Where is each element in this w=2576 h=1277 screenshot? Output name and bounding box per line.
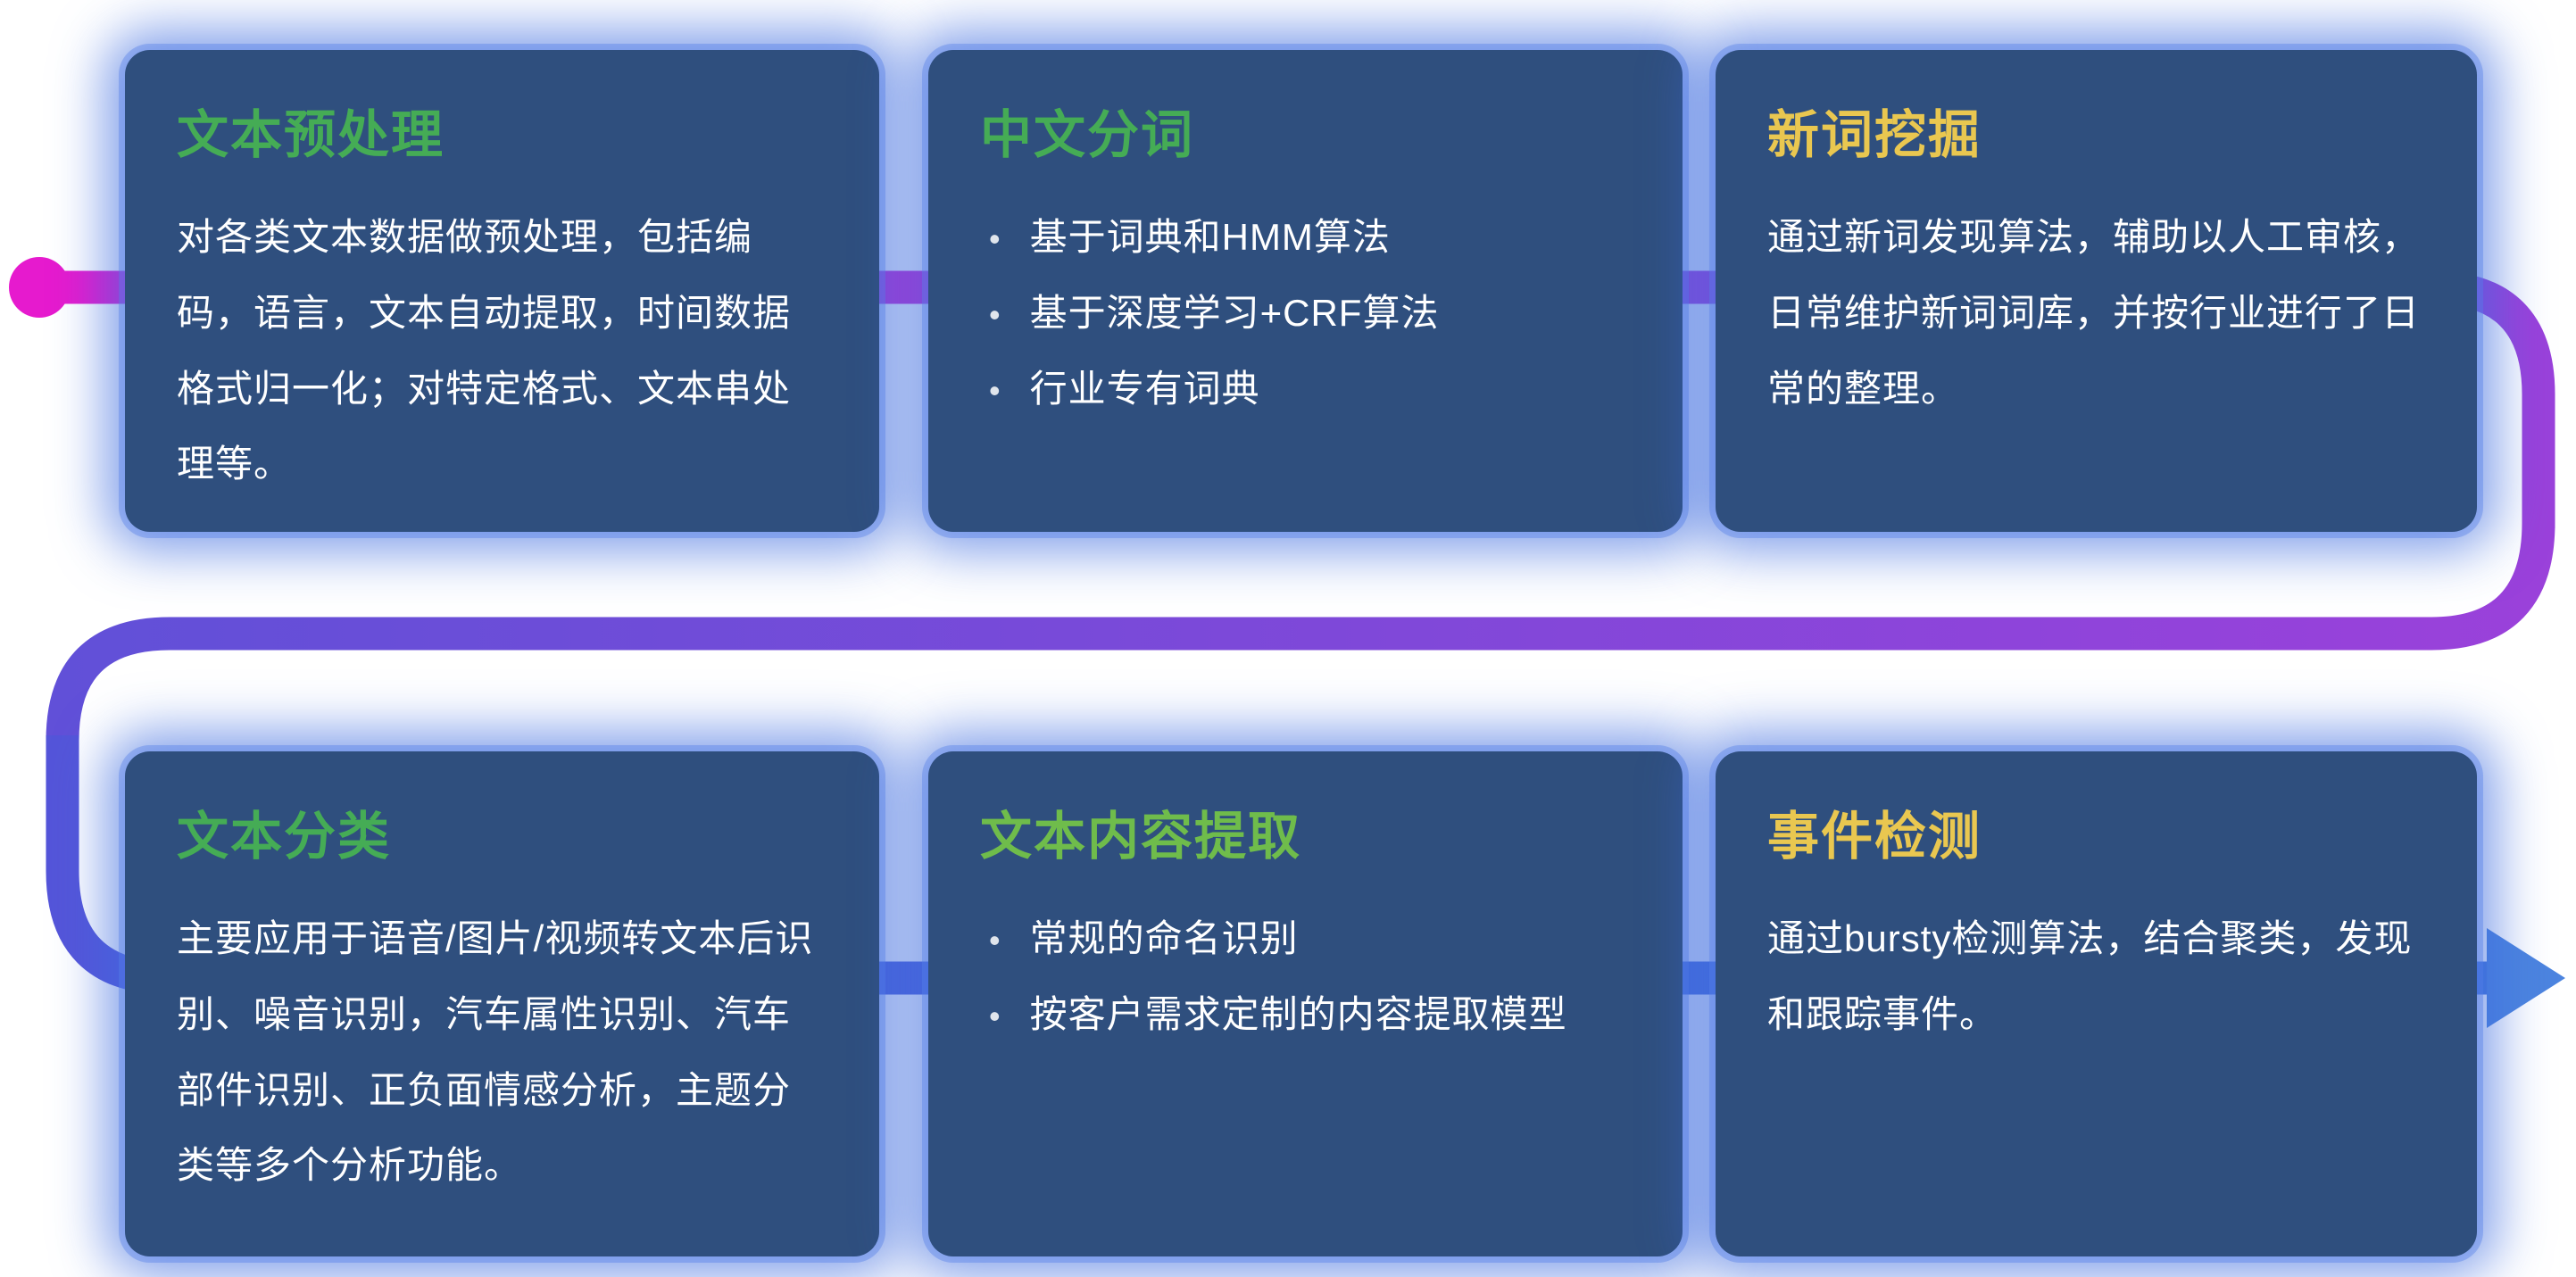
card-title: 事件检测: [1767, 808, 1982, 866]
bullet-item: 行业专有词典: [989, 352, 1631, 427]
card-bullet-list: 常规的命名识别 按客户需求定制的内容提取模型: [980, 901, 1631, 1053]
card-new-word-mining: 新词挖掘 通过新词发现算法，辅助以人工审核，日常维护新词词库，并按行业进行了日常…: [1716, 50, 2477, 532]
card-body: 对各类文本数据做预处理，包括编码，语言，文本自动提取，时间数据格式归一化；对特定…: [177, 216, 792, 485]
card-body: 通过bursty检测算法，结合聚类，发现和跟踪事件。: [1767, 917, 2413, 1035]
bullet-item: 基于深度学习+CRF算法: [989, 276, 1631, 352]
bullet-item: 按客户需求定制的内容提取模型: [989, 977, 1631, 1053]
card-text-preprocessing: 文本预处理 对各类文本数据做预处理，包括编码，语言，文本自动提取，时间数据格式归…: [125, 50, 879, 532]
card-body: 通过新词发现算法，辅助以人工审核，日常维护新词词库，并按行业进行了日常的整理。: [1767, 216, 2421, 410]
card-title: 文本预处理: [177, 106, 445, 164]
card-text-content-extraction: 文本内容提取 常规的命名识别 按客户需求定制的内容提取模型: [928, 751, 1683, 1256]
card-title: 中文分词: [980, 106, 1195, 164]
card-text-classification: 文本分类 主要应用于语音/图片/视频转文本后识别、噪音识别，汽车属性识别、汽车部…: [125, 751, 879, 1256]
flow-start-dot: [9, 257, 70, 318]
card-event-detection: 事件检测 通过bursty检测算法，结合聚类，发现和跟踪事件。: [1716, 751, 2477, 1256]
flow-arrow-icon: [2487, 928, 2565, 1028]
card-chinese-word-segmentation: 中文分词 基于词典和HMM算法 基于深度学习+CRF算法 行业专有词典: [928, 50, 1683, 532]
bullet-item: 常规的命名识别: [989, 901, 1631, 977]
card-title: 文本分类: [177, 808, 392, 866]
card-title: 新词挖掘: [1767, 106, 1982, 164]
card-body: 主要应用于语音/图片/视频转文本后识别、噪音识别，汽车属性识别、汽车部件识别、正…: [177, 917, 814, 1187]
card-title: 文本内容提取: [980, 808, 1302, 866]
card-bullet-list: 基于词典和HMM算法 基于深度学习+CRF算法 行业专有词典: [980, 200, 1631, 427]
bullet-item: 基于词典和HMM算法: [989, 200, 1631, 276]
flow-segment-middle: [46, 522, 2555, 742]
